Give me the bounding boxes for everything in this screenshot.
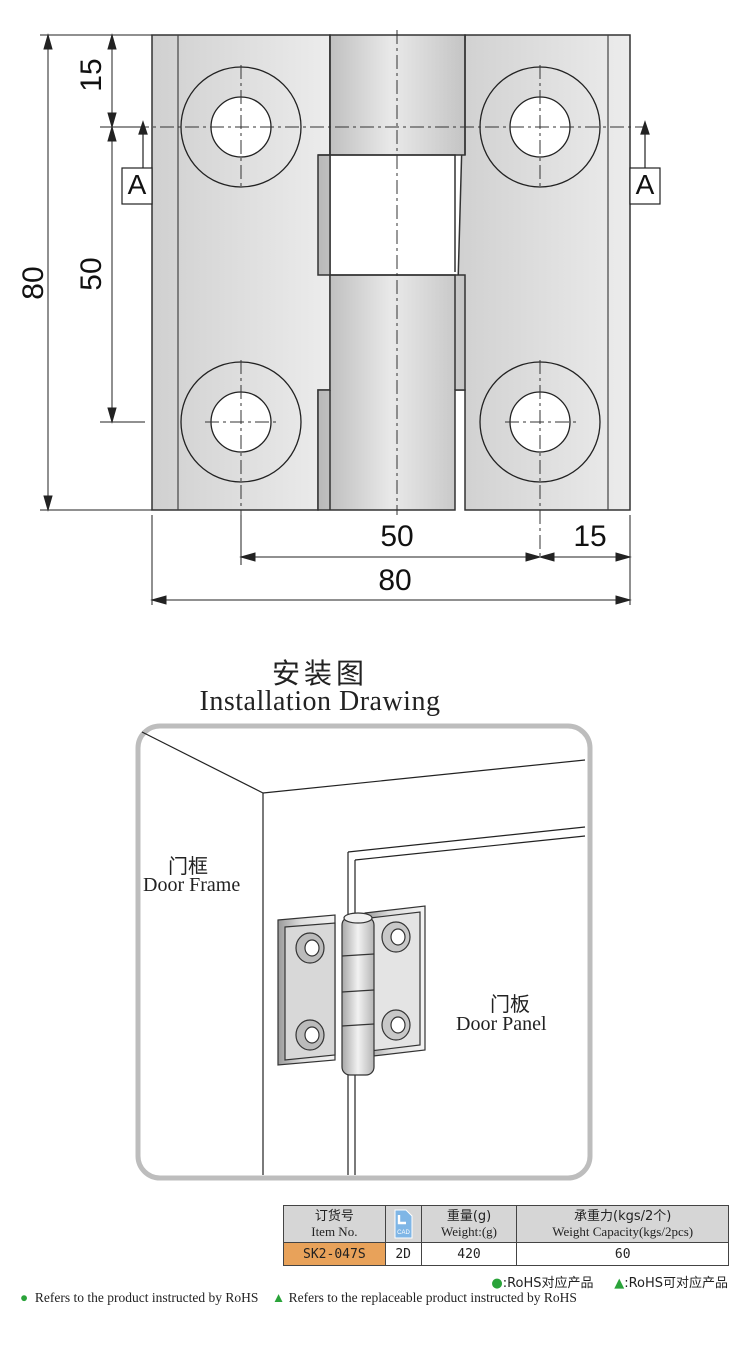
dim-top-offset: 15 xyxy=(75,58,108,92)
dim-total-width: 80 xyxy=(378,564,412,597)
replaceable-triangle-icon: ▲ xyxy=(614,1276,625,1291)
section-marker-left: A xyxy=(127,169,147,200)
header-capacity: 承重力(kgs/2个) Weight Capacity(kgs/2pcs) xyxy=(516,1205,729,1243)
dim-right-offset: 15 xyxy=(573,520,607,553)
cell-cad[interactable]: 2D xyxy=(384,1242,422,1266)
center-lines xyxy=(110,30,645,560)
door-frame-label-cn: 门框 xyxy=(168,854,208,878)
cell-weight: 420 xyxy=(420,1242,518,1266)
legend-en: ● Refers to the product instructed by Ro… xyxy=(20,1290,577,1305)
legend-cn: ●:RoHS对应产品 ▲:RoHS可对应产品 xyxy=(491,1276,728,1291)
hinge-technical-drawing xyxy=(40,30,661,605)
cell-capacity: 60 xyxy=(516,1242,729,1266)
dimension-lines xyxy=(40,33,632,605)
table-row: SK2-047S 2D 420 60 xyxy=(283,1242,729,1266)
section-markers xyxy=(121,120,661,205)
dim-total-height: 80 xyxy=(17,266,50,300)
dim-hole-spacing-horizontal: 50 xyxy=(380,520,414,553)
replaceable-triangle-icon-en: ▲ xyxy=(271,1290,286,1305)
svg-text:CAD: CAD xyxy=(397,1230,410,1236)
dim-hole-spacing-vertical: 50 xyxy=(75,257,108,291)
cell-item-no[interactable]: SK2-047S xyxy=(283,1242,386,1266)
installation-title-en: Installation Drawing xyxy=(199,686,441,717)
hinge-body xyxy=(151,34,631,511)
spec-table: 订货号 Item No. CAD 重量(g) Weight:(g) 承重力(kg… xyxy=(283,1205,729,1266)
header-weight: 重量(g) Weight:(g) xyxy=(420,1205,518,1243)
section-marker-right: A xyxy=(635,169,655,200)
rohs-dot-icon-en: ● xyxy=(20,1290,29,1305)
cad-file-icon: CAD xyxy=(394,1209,413,1239)
installation-title-cn: 安装图 xyxy=(271,657,368,690)
door-panel-label-cn: 门板 xyxy=(490,992,530,1016)
installation-illustration xyxy=(135,723,593,1181)
spec-table-header: 订货号 Item No. CAD 重量(g) Weight:(g) 承重力(kg… xyxy=(283,1205,729,1243)
door-panel-label-en: Door Panel xyxy=(456,1013,547,1035)
header-cad: CAD xyxy=(384,1205,422,1243)
door-frame-label-en: Door Frame xyxy=(143,874,241,896)
installed-hinge xyxy=(277,905,426,1076)
rohs-dot-icon: ● xyxy=(491,1276,503,1291)
header-item-no: 订货号 Item No. xyxy=(283,1205,386,1243)
